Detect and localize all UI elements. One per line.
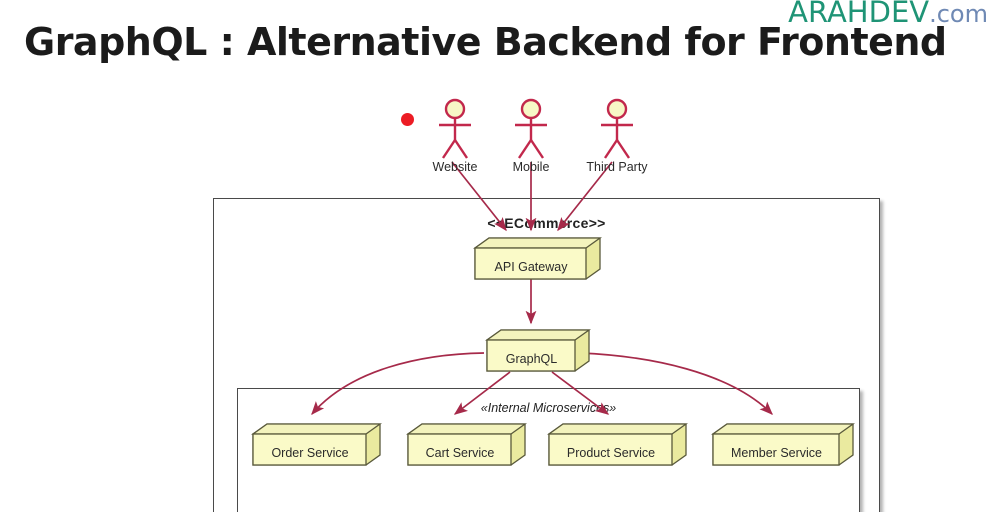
actor-figure-icon	[601, 98, 633, 159]
actor-third-party-label: Third Party	[586, 160, 648, 174]
brand-tld: .com	[929, 0, 988, 28]
node-3d-shape	[710, 423, 856, 466]
brand-name: ARAHDEV	[788, 0, 930, 29]
actor-website[interactable]: Website	[432, 98, 478, 174]
actor-figure-icon	[439, 98, 471, 159]
ecommerce-package-label: <<ECommerce>>	[487, 215, 606, 231]
node-3d-shape	[250, 423, 383, 466]
actor-third-party[interactable]: Third Party	[586, 98, 648, 174]
actor-mobile[interactable]: Mobile	[508, 98, 554, 174]
actor-figure-icon	[515, 98, 547, 159]
cart-service-node[interactable]: Cart Service	[405, 422, 528, 474]
page-title: GraphQL : Alternative Backend for Fronte…	[24, 20, 947, 64]
brand-watermark: ARAHDEV.com	[788, 0, 988, 27]
node-3d-shape	[484, 329, 592, 372]
node-3d-shape	[546, 423, 689, 466]
uml-deployment-diagram: <<ECommerce>> «Internal Microservices»	[0, 84, 996, 512]
member-service-node[interactable]: Member Service	[710, 422, 856, 474]
actor-mobile-label: Mobile	[512, 160, 550, 174]
red-cursor-dot	[401, 113, 414, 126]
api-gateway-node[interactable]: API Gateway	[472, 236, 603, 288]
node-3d-shape	[472, 237, 603, 280]
graphql-node[interactable]: GraphQL	[484, 328, 592, 380]
actor-website-label: Website	[432, 160, 478, 174]
order-service-node[interactable]: Order Service	[250, 422, 383, 474]
node-3d-shape	[405, 423, 528, 466]
product-service-node[interactable]: Product Service	[546, 422, 689, 474]
internal-microservices-package-label: «Internal Microservices»	[480, 401, 617, 415]
